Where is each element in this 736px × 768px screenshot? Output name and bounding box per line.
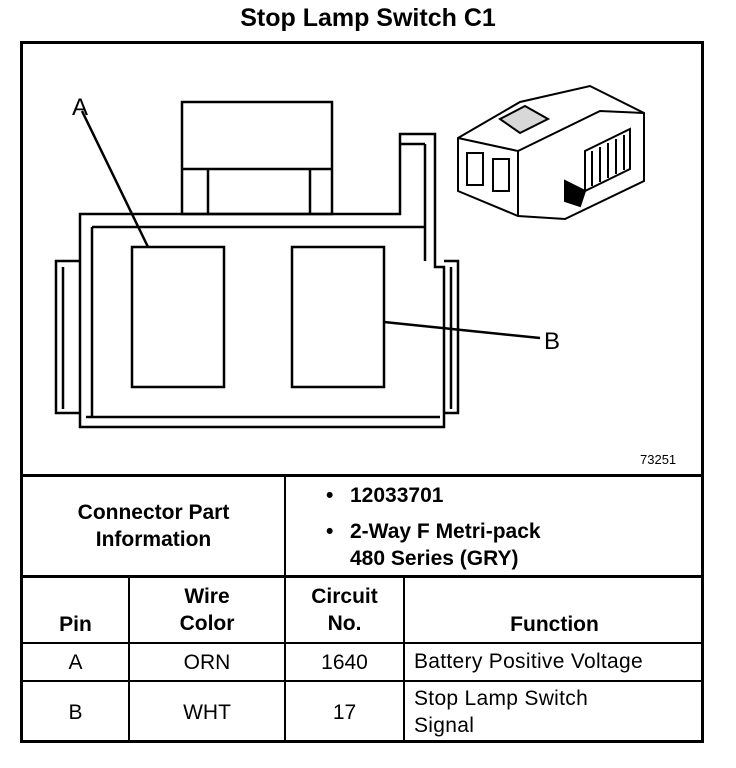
header-circuit-line2: No.	[327, 612, 362, 635]
part-number: 12033701	[350, 484, 444, 507]
table-row-b-wire-color: WHT	[183, 701, 231, 724]
table-row-a-wire-color: ORN	[183, 650, 231, 674]
connector-info-values: • 12033701 • 2-Way F Metri-pack 480 Seri…	[326, 482, 541, 572]
header-function: Function	[405, 578, 704, 642]
table-row-a-circuit: 1640	[321, 650, 368, 674]
header-wire-color-line1: Wire	[184, 585, 230, 608]
cavity-b	[290, 245, 386, 389]
header-pin-label: Pin	[59, 613, 92, 636]
pin-label-b: B	[544, 328, 560, 355]
table-row-a-function: Battery Positive Voltage	[414, 650, 643, 673]
row-divider	[20, 680, 704, 682]
header-function-label: Function	[510, 613, 599, 636]
header-pin: Pin	[23, 578, 128, 642]
connector-info-label-line1: Connector Part	[77, 501, 230, 524]
header-top-border	[20, 575, 704, 578]
col-divider-1	[128, 577, 130, 743]
connector-frame	[20, 41, 704, 743]
right-side-tab	[444, 259, 460, 415]
table-row-a-pin: A	[68, 650, 83, 674]
leader-line-b	[383, 320, 541, 340]
leader-line-a	[80, 110, 150, 248]
connector-description-line2: 480 Series (GRY)	[350, 547, 519, 570]
table-row-b-function-line2: Signal	[414, 714, 475, 737]
info-divider	[284, 476, 286, 577]
header-wire-color-line2: Color	[179, 612, 235, 635]
cavity-a	[130, 245, 226, 389]
connector-3d-view	[457, 84, 645, 221]
header-bottom-border	[20, 642, 704, 644]
connector-info-label: Connector Part Information	[23, 477, 284, 575]
table-top-border	[20, 474, 704, 477]
connector-description-line1: 2-Way F Metri-pack	[350, 520, 541, 543]
page-title: Stop Lamp Switch C1	[240, 4, 496, 32]
col-divider-2	[284, 577, 286, 743]
table-row-b-circuit: 17	[332, 701, 357, 724]
header-circuit: Circuit No.	[286, 578, 403, 642]
col-divider-3	[403, 577, 405, 743]
header-wire-color: Wire Color	[130, 578, 284, 642]
connector-drawing: A B	[54, 84, 645, 429]
table-row-b-function-line1: Stop Lamp Switch	[414, 687, 589, 710]
bullet-icon: •	[326, 484, 334, 507]
left-side-tab	[54, 259, 80, 415]
connector-info-label-line2: Information	[95, 528, 212, 551]
image-id: 73251	[640, 452, 677, 467]
connector-body	[78, 132, 446, 429]
pin-label-a: A	[72, 94, 88, 121]
table-row-b-pin: B	[68, 701, 83, 724]
bullet-icon: •	[326, 520, 334, 543]
header-circuit-line1: Circuit	[311, 585, 378, 608]
table-row-b-function: Stop Lamp Switch Signal	[414, 685, 588, 739]
